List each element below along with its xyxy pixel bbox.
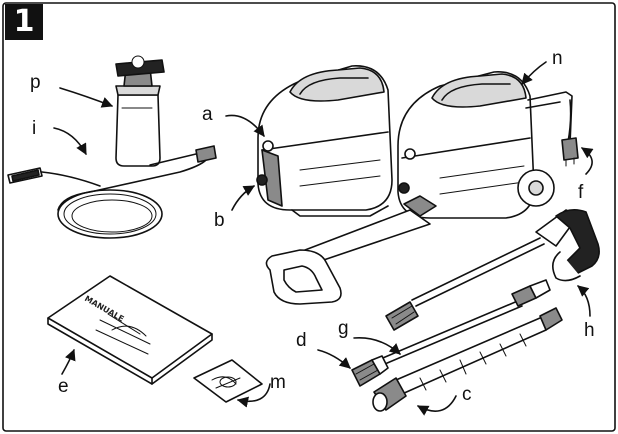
label-b: b <box>214 210 225 231</box>
leader-lines <box>53 61 594 416</box>
label-n: n <box>552 48 563 69</box>
nozzle-variable <box>351 355 389 387</box>
rotating-nozzle-lance <box>372 307 563 412</box>
detergent-bottle <box>115 55 165 167</box>
label-a: a <box>202 104 213 125</box>
hose <box>7 145 217 239</box>
callout-labels: p i a b n f e m d g c h <box>30 48 595 405</box>
instruction-manual: MANUALE <box>47 275 213 385</box>
label-g: g <box>338 318 349 339</box>
pressure-washer-with-trolley <box>265 71 579 305</box>
label-e: e <box>58 376 69 397</box>
label-h: h <box>584 320 595 341</box>
label-i: i <box>32 118 36 139</box>
lance <box>377 279 551 367</box>
label-p: p <box>30 72 41 93</box>
label-m: m <box>270 372 286 393</box>
spray-gun <box>385 208 600 331</box>
accessory-bag <box>193 359 263 403</box>
figure-number-badge: 1 <box>5 4 43 40</box>
label-f: f <box>578 182 584 203</box>
label-c: c <box>462 384 472 405</box>
pressure-washer-unit <box>256 65 393 217</box>
label-d: d <box>296 330 307 351</box>
